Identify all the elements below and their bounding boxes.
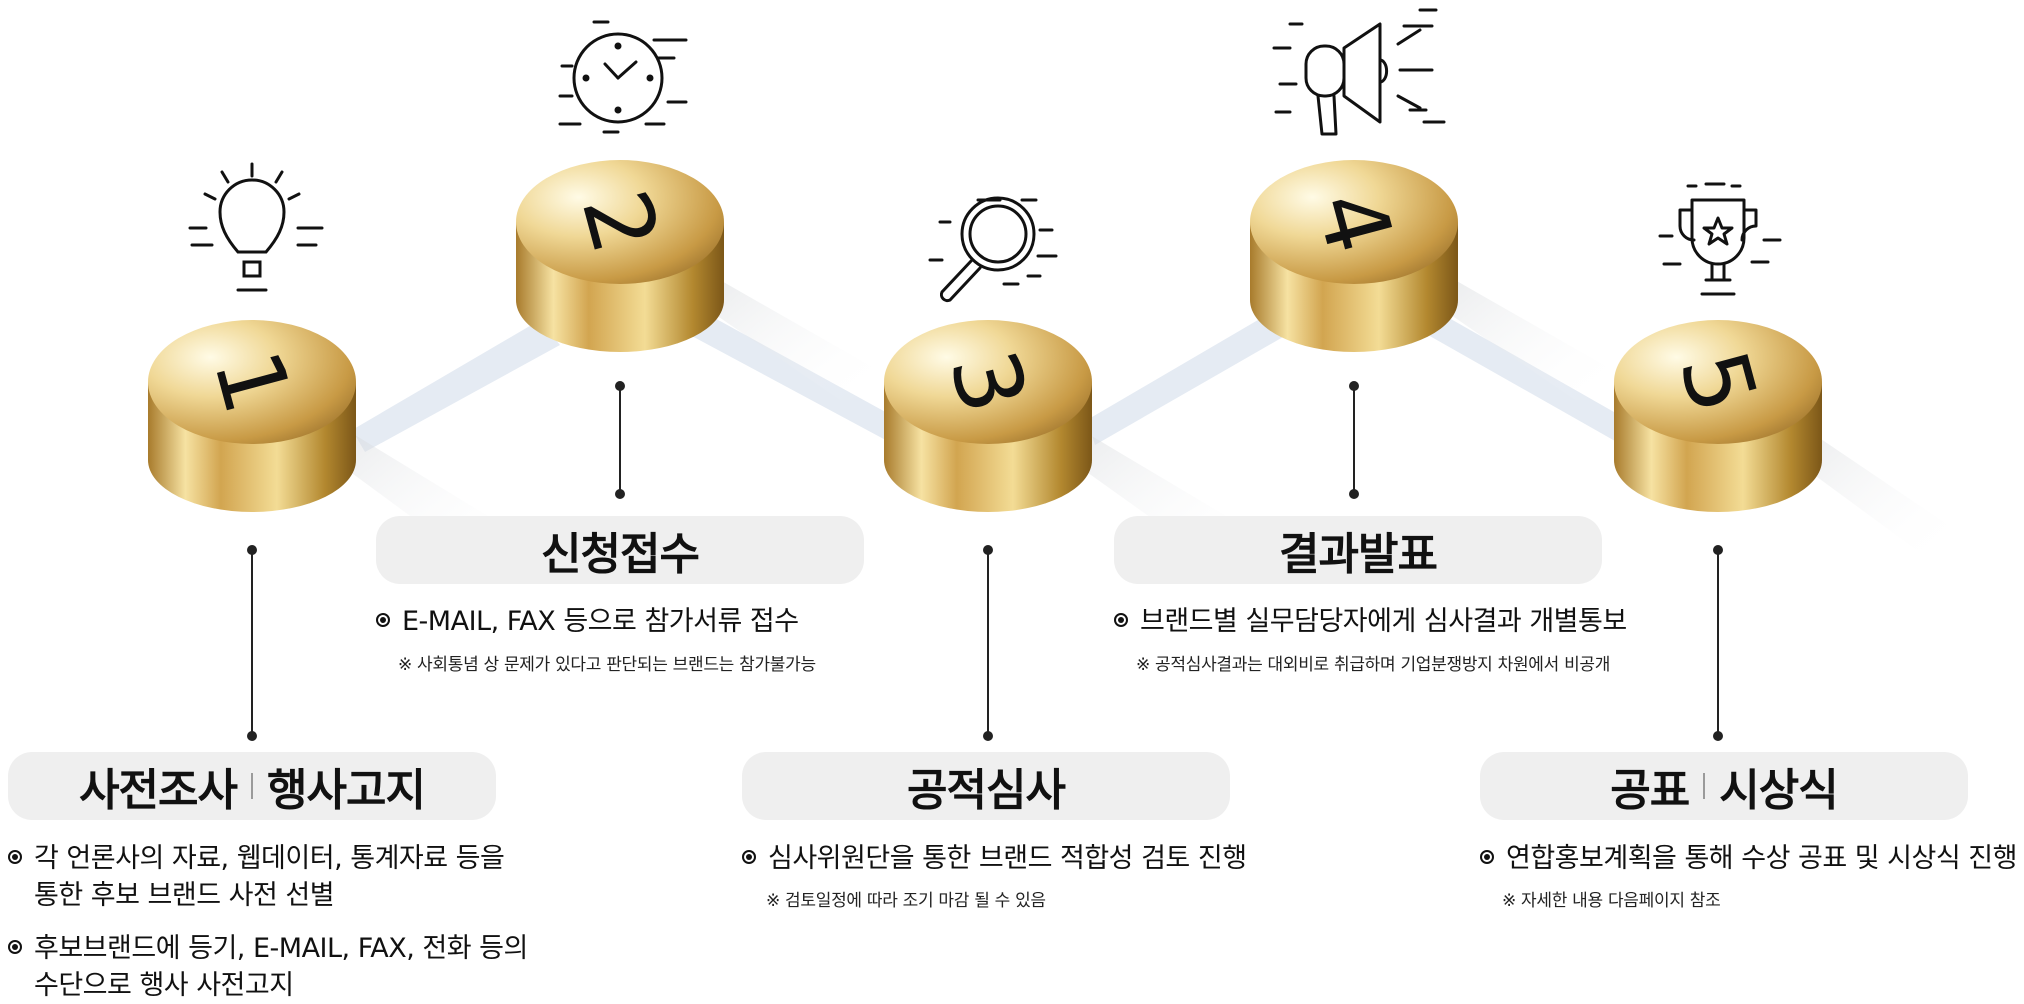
- step-1-bullet-2: 후보브랜드에 등기, E-MAIL, FAX, 전화 등의 수단으로 행사 사전…: [8, 930, 594, 1004]
- step-4-bullet-1-text: 브랜드별 실무담당자에게 심사결과 개별통보: [1140, 606, 1627, 637]
- clock-icon: [558, 20, 688, 134]
- step-1-bullet-2-line-2: 수단으로 행사 사전고지: [34, 970, 294, 1001]
- coin-4: 4: [1250, 160, 1458, 352]
- coin-5: 5: [1614, 320, 1822, 512]
- step-3-note: ※ 검토일정에 따라 조기 마감 될 수 있음: [766, 891, 1046, 911]
- bullet-icon: [8, 940, 22, 954]
- connector-2-3: [690, 310, 900, 445]
- step-1-bullet-1-line-1: 각 언론사의 자료, 웹데이터, 통계자료 등을: [34, 843, 505, 874]
- step-title-4-text: 결과발표: [1279, 529, 1438, 580]
- step-title-2: 신청접수: [376, 516, 864, 584]
- step-3-bullet-1: 심사위원단을 통한 브랜드 적합성 검토 진행: [742, 840, 1408, 877]
- step-title-3: 공적심사: [742, 752, 1230, 820]
- step-title-4: 결과발표: [1114, 516, 1602, 584]
- megaphone-icon: [1272, 8, 1446, 136]
- step-5-note: ※ 자세한 내용 다음페이지 참조: [1502, 891, 1721, 911]
- coin-2: 2: [516, 160, 724, 352]
- lightbulb-icon: [188, 162, 324, 292]
- step-1-bullet-1: 각 언론사의 자료, 웹데이터, 통계자료 등을 통한 후보 브랜드 사전 선별: [8, 840, 594, 914]
- step-2-bullet-1-text: E-MAIL, FAX 등으로 참가서류 접수: [402, 606, 799, 637]
- step-4-bullet-1: 브랜드별 실무담당자에게 심사결과 개별통보: [1114, 603, 1780, 640]
- step-3-bullet-1-text: 심사위원단을 통한 브랜드 적합성 검토 진행: [768, 843, 1247, 874]
- connector-1-2: [352, 320, 560, 452]
- connector-4-5: [1428, 310, 1628, 445]
- bullet-icon: [376, 613, 390, 627]
- magnifier-icon: [928, 196, 1058, 303]
- trophy-icon: [1658, 182, 1782, 296]
- step-5-bullet-1-text: 연합홍보계획을 통해 수상 공표 및 시상식 진행: [1506, 843, 2017, 874]
- step-title-3-text: 공적심사: [907, 765, 1066, 816]
- step-title-1-part-a: 사전조사: [79, 765, 238, 816]
- step-title-1-part-b: 행사고지: [267, 765, 426, 816]
- step-4-note: ※ 공적심사결과는 대외비로 취급하며 기업분쟁방지 차원에서 비공개: [1136, 655, 1611, 675]
- step-2-note: ※ 사회통념 상 문제가 있다고 판단되는 브랜드는 참가불가능: [398, 655, 816, 675]
- bullet-icon: [1114, 613, 1128, 627]
- step-title-5-part-b: 시상식: [1719, 765, 1838, 816]
- step-1-bullet-2-line-1: 후보브랜드에 등기, E-MAIL, FAX, 전화 등의: [34, 933, 528, 964]
- step-title-1: 사전조사 행사고지: [8, 752, 496, 820]
- step-5-bullet-1: 연합홍보계획을 통해 수상 공표 및 시상식 진행: [1480, 840, 2024, 877]
- connector-bands: [352, 310, 1628, 452]
- bullet-icon: [742, 850, 756, 864]
- bullet-icon: [1480, 850, 1494, 864]
- title-separator: [251, 773, 253, 799]
- step-title-5-part-a: 공표: [1610, 765, 1690, 816]
- coin-1: 1: [148, 320, 356, 512]
- step-title-5: 공표 시상식: [1480, 752, 1968, 820]
- step-2-bullet-1: E-MAIL, FAX 등으로 참가서류 접수: [376, 603, 1042, 640]
- coin-3: 3: [884, 320, 1092, 512]
- bullet-icon: [8, 850, 22, 864]
- step-title-2-text: 신청접수: [541, 529, 700, 580]
- connector-3-4: [1087, 310, 1290, 445]
- title-separator: [1703, 773, 1706, 799]
- leader-lines: [247, 381, 1723, 741]
- step-1-bullet-1-line-2: 통한 후보 브랜드 사전 선별: [34, 880, 335, 911]
